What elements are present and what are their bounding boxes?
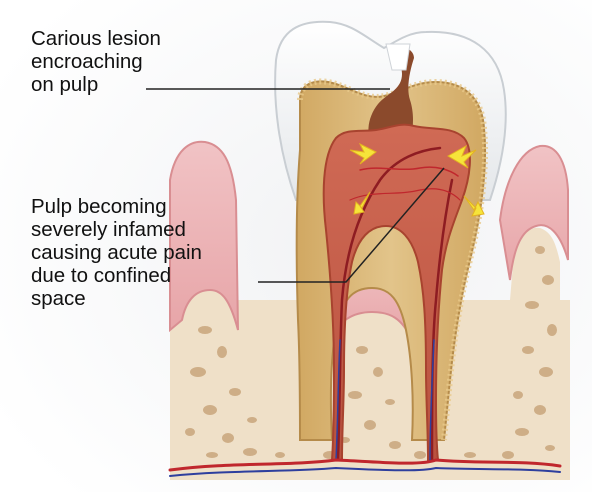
label-line: on pulp <box>31 73 161 96</box>
carious-lesion-label: Carious lesion encroaching on pulp <box>31 27 161 96</box>
label-line: Carious lesion <box>31 27 161 50</box>
label-line: severely infamed <box>31 218 202 241</box>
label-line: Pulp becoming <box>31 195 202 218</box>
pulp-inflamed-label: Pulp becoming severely infamed causing a… <box>31 195 202 310</box>
label-line: due to confined <box>31 264 202 287</box>
label-line: causing acute pain <box>31 241 202 264</box>
label-line: space <box>31 287 202 310</box>
label-line: encroaching <box>31 50 161 73</box>
